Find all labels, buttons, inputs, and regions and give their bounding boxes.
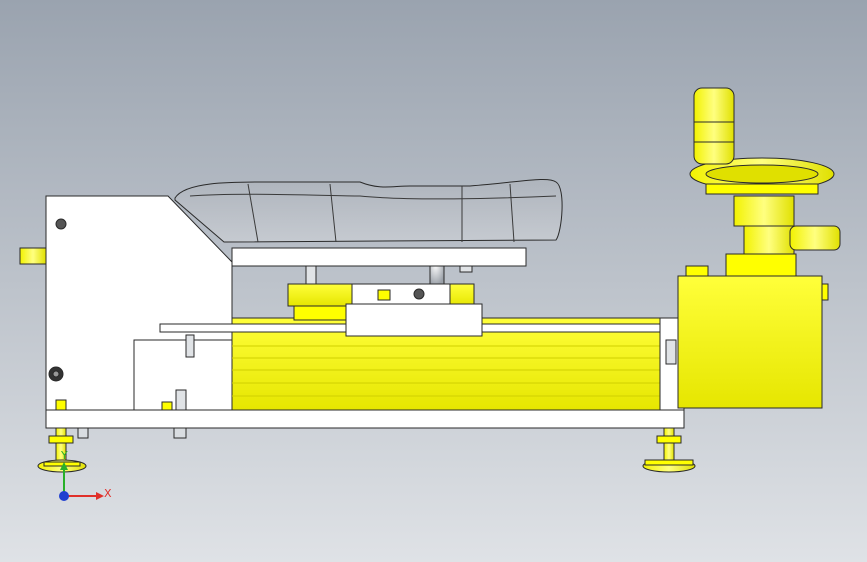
base-plate[interactable] (45, 409, 685, 429)
slot-icon (377, 289, 391, 301)
pin-inner (185, 334, 195, 358)
triad-icon: X Y (59, 449, 112, 501)
left-pin[interactable] (19, 247, 47, 265)
screw-left-base (55, 399, 67, 411)
x-axis-label: X (104, 487, 112, 500)
motor-side-tab (821, 283, 829, 301)
gear-shaft (743, 225, 795, 255)
motor-housing[interactable] (677, 275, 823, 409)
end-bolt (665, 339, 677, 365)
leveling-foot-right[interactable] (642, 427, 696, 473)
bolt-under-2 (173, 427, 187, 439)
wheel-handle[interactable] (693, 87, 735, 165)
hub (733, 195, 795, 227)
y-axis-arrow (60, 462, 68, 470)
seat-body[interactable] (174, 178, 563, 243)
handwheel[interactable] (689, 157, 835, 195)
assembly[interactable] (19, 87, 841, 473)
bolt-under-1 (77, 427, 89, 439)
x-axis-arrow (96, 492, 104, 500)
screw-left-mid (161, 401, 173, 411)
z-axis-dot (59, 491, 69, 501)
y-axis-label: Y (60, 449, 68, 462)
motor-boss (685, 265, 709, 277)
side-knob[interactable] (789, 225, 841, 251)
seat-support-plate[interactable] (231, 247, 527, 267)
carriage-shoe (293, 305, 355, 321)
carriage-clamp[interactable] (351, 283, 451, 305)
gear-base (725, 253, 797, 277)
bolt-inner (175, 389, 187, 411)
set-screw-icon (413, 288, 425, 300)
hex-bolt-icon (48, 218, 67, 382)
pillar-left (305, 263, 317, 285)
carriage-block[interactable] (345, 303, 483, 337)
